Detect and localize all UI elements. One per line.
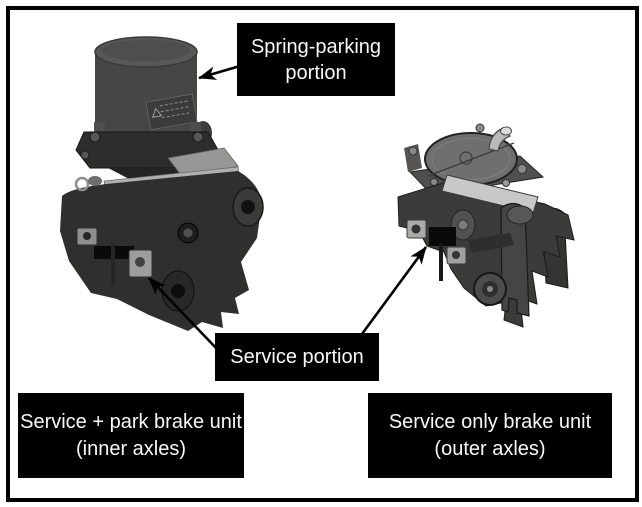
left-brake-unit-illustration (60, 36, 264, 331)
callout-spring-parking: Spring-parking portion (237, 23, 395, 96)
right-brake-unit-illustration (397, 123, 575, 328)
spring-parking-arrow (198, 64, 241, 80)
callout-spring-parking-label: Spring-parking portion (250, 35, 382, 84)
caption-left-unit: Service + park brake unit (inner axles) (18, 393, 244, 478)
caption-right-unit-subtitle: (outer axles) (434, 437, 546, 460)
callout-arrows (148, 64, 428, 350)
service-portion-arrow-right (360, 246, 428, 335)
callout-service-portion-label: Service portion (230, 346, 364, 368)
caption-left-unit-title: Service + park brake unit (20, 410, 242, 433)
cylinder-label (145, 93, 198, 131)
caption-right-unit-title: Service only brake unit (388, 410, 592, 433)
caption-left-unit-subtitle: (inner axles) (75, 437, 187, 460)
caption-right-unit: Service only brake unit (outer axles) (368, 393, 612, 478)
callout-service-portion: Service portion (215, 333, 379, 381)
service-portion-arrow-left (148, 277, 218, 350)
